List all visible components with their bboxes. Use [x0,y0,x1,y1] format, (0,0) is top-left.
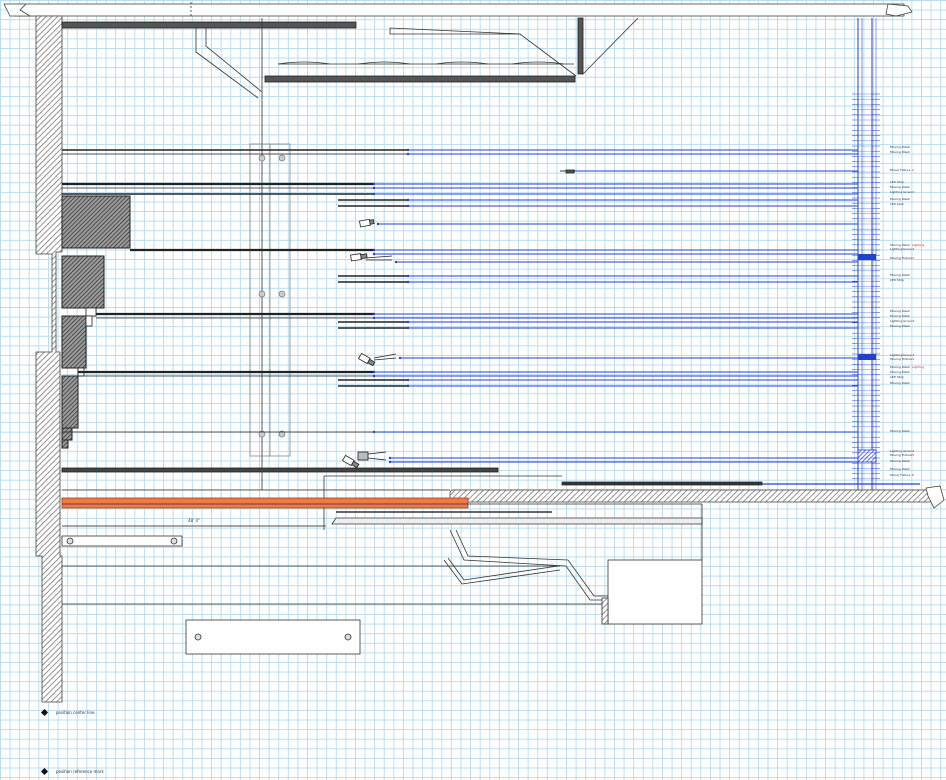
wall-blocks [61,195,131,449]
fixture-label: Lighting Ground [890,449,914,453]
pipe-end-dot [406,320,410,324]
pipe-end-dot [372,374,376,378]
truss-clamps [258,154,286,438]
fixture-label: Moving Wash [890,150,910,154]
legend-text-1: position center line [56,710,95,715]
dimension-label: 48' 0" [188,518,200,523]
pipe-end-dot [372,186,376,190]
fixture-note: 2 [912,168,914,172]
lighting-pipes [62,148,858,464]
legend-text-2: position reference mark [56,769,104,774]
fixture-label: Moving Fixture [890,357,912,361]
instrument-fixture-4 [341,454,360,469]
instrument-fixture-1 [359,218,375,228]
pipe-end-dot [406,198,410,202]
pipe-end-dot [372,316,376,320]
fixture-label: LED Strip [890,180,904,184]
pipe-end-dot [372,252,376,256]
legend: position center line position reference … [40,708,104,776]
left-wall [35,15,63,703]
pipe-end-dot [372,192,376,196]
fixture-label: Mover Fixture [890,168,911,172]
fixture-label: LED Strip [890,375,904,379]
fixture-note: 3 [912,256,914,260]
fixture-note: 4 [912,357,914,361]
pipe-end-dot [398,356,402,360]
legend-marker-1 [40,708,49,717]
vertical-truss [249,143,291,457]
pipe-end-dot [372,370,376,374]
fixture-label: Mover Fixture [890,473,911,477]
fixture-label: Moving Wash [890,273,910,277]
pipe-end-dot [406,326,410,330]
orange-beam [61,497,469,509]
fixture-note: Lighting [912,243,924,247]
instrument-fixture-3 [357,352,376,367]
fixture-label: Moving Wash [890,145,910,149]
pipe-end-dot [388,460,392,464]
pipe-end-dot [406,204,410,208]
inline-connector [560,169,575,174]
pipe-end-dot [406,148,410,152]
top-truss-detail [61,17,639,490]
fixture-label: LED Strip [890,278,904,282]
pipe-end-dot [376,222,380,226]
pipe-end-dot [406,384,410,388]
pipe-end-dot [406,152,410,156]
fixture-label: Moving Wash [890,243,910,247]
pipe-end-dot [388,456,392,460]
fixture-label: Lighting Ground [890,190,914,194]
fixture-label: Moving Wash [890,459,910,463]
fixture-note: 6 [912,473,914,477]
fixture-label: Moving Wash [890,197,910,201]
fixture-note: 5 [912,453,914,457]
pipe-end-dot [406,280,410,284]
fixture-label: Lighting/Ground [890,247,914,251]
fixture-label: LED Spot [890,202,904,206]
legend-marker-2 [40,767,49,776]
instrument-fixture-2 [350,253,368,262]
pipe-end-dot [372,430,376,434]
fixture-label: Moving Wash [890,467,910,471]
instrument-body [357,451,369,461]
fixture-label: Moving Wash [890,370,910,374]
lower-structure [61,503,703,655]
pipe-end-dot [394,260,398,264]
fixture-label: Moving Wash [890,309,910,313]
top-border-band [3,2,913,18]
pipe-end-dot [372,182,376,186]
fixture-label: Moving Wash [890,381,910,385]
fixture-note: Lighting [912,365,924,369]
lighting-instruments [341,169,575,469]
pipe-end-dot [406,274,410,278]
pipe-end-dot [406,378,410,382]
right-cable-bus [857,18,877,490]
fixture-label: Moving Wash [890,185,910,189]
fixture-label: Moving Wash [890,324,910,328]
fixture-label: Moving Wash [890,429,910,433]
stage-deck [61,467,945,530]
pipe-end-dot [372,248,376,252]
fixture-label: Moving Fixture [890,256,912,260]
pipe-end-dot [372,312,376,316]
fixture-label: Moving Wash [890,365,910,369]
fixture-label: Lighting Ground [890,319,914,323]
fixture-label: Moving Fixture [890,453,912,457]
fixture-label: Moving Wash [890,314,910,318]
fixture-label: Lighting/Ground [890,353,914,357]
dimension-line: 48' 0" [62,518,324,527]
